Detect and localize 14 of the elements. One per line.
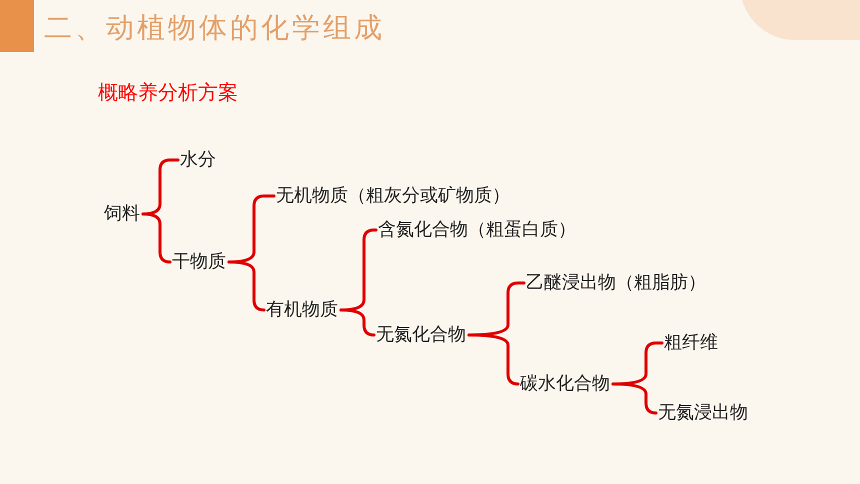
- tree-item: 含氮化合物（粗蛋白质）: [378, 218, 576, 242]
- tree-item: 干物质: [172, 250, 226, 274]
- tree-item: 饲料: [104, 202, 140, 226]
- tree-item: 无氮浸出物: [658, 401, 748, 425]
- title: 二、动植物体的化学组成: [44, 10, 385, 46]
- tree-item: 水分: [180, 148, 216, 172]
- brace-line: [612, 382, 658, 414]
- tree-item: 无机物质（粗灰分或矿物质）: [276, 184, 510, 208]
- tree-item: 粗纤维: [664, 331, 718, 355]
- subtitle: 概略养分析方案: [98, 79, 238, 106]
- tree-item: 碳水化合物: [520, 372, 610, 396]
- tree-item: 无氮化合物: [376, 323, 466, 347]
- tree-item: 乙醚浸出物（粗脂肪）: [526, 271, 706, 295]
- tree-item: 有机物质: [266, 298, 338, 322]
